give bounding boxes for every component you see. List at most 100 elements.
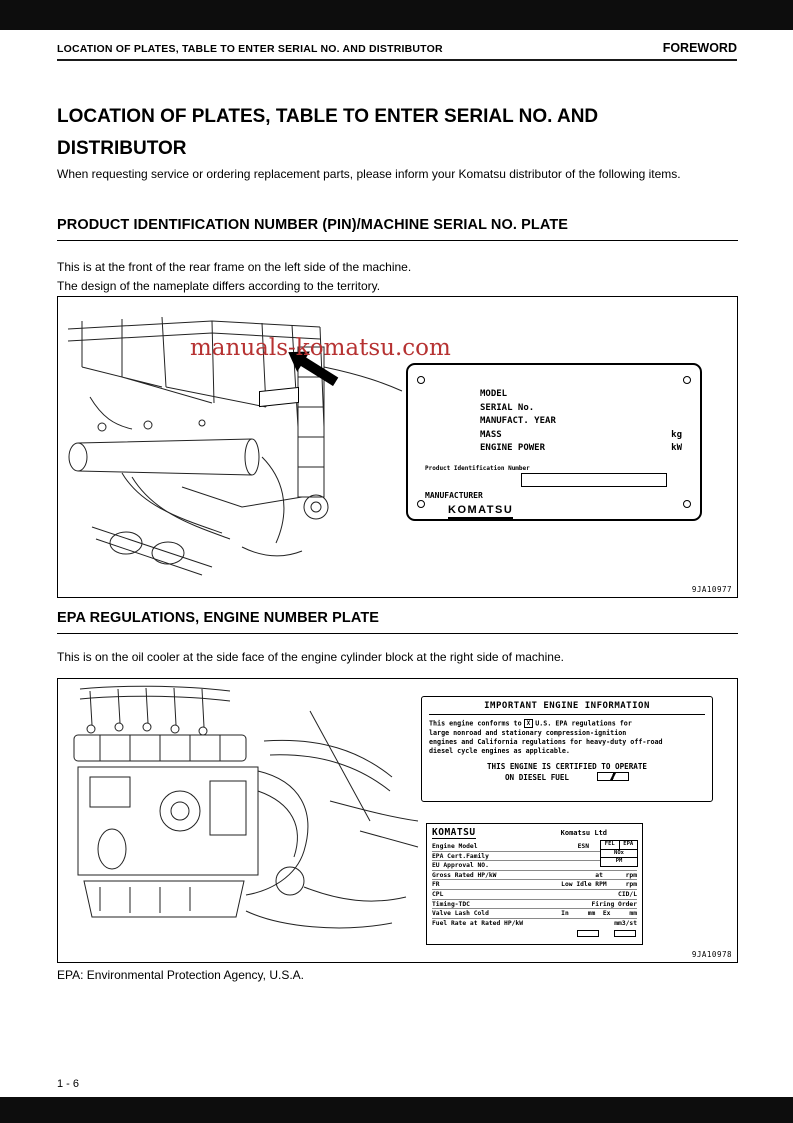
plate-row: EU Approval NO. xyxy=(432,861,637,871)
plate-row-label: Fuel Rate at Rated HP/kW xyxy=(432,919,523,927)
pin-number-box xyxy=(521,473,667,487)
pin-field-label: ENGINE POWER xyxy=(480,443,546,453)
section2-heading: EPA REGULATIONS, ENGINE NUMBER PLATE xyxy=(57,610,738,634)
plate-row-label: EU Approval NO. xyxy=(432,862,489,870)
engine-line-art xyxy=(73,685,419,929)
mini-table-row: PM xyxy=(601,858,637,866)
pin-field-label: MASS xyxy=(480,429,502,440)
pin-field-row: MASS kg xyxy=(480,430,682,444)
plate-row-label: CPL xyxy=(432,890,444,898)
mini-cell-epa: EPA xyxy=(618,841,638,849)
komatsu-engine-plate: KOMATSU Komatsu Ltd FEL EPA NOx PM Engin… xyxy=(426,823,643,945)
watermark-text: manuals-komatsu.com xyxy=(190,335,451,361)
plate-row-value: In mm Ex mm xyxy=(561,910,637,918)
pin-field-unit: kW xyxy=(671,443,682,453)
epa-cert-line2-wrap: ON DIESEL FUEL xyxy=(504,771,629,783)
manufacturer-label: MANUFACTURER xyxy=(425,491,483,500)
plate-row-value: Low Idle RPM rpm xyxy=(561,881,637,889)
pin-field-row: SERIAL No. xyxy=(480,403,682,417)
page-number: 1 - 6 xyxy=(57,1078,80,1090)
screw-icon xyxy=(683,376,691,384)
section1-body-line2: The design of the nameplate differs acco… xyxy=(57,278,381,293)
plate-row-value: Firing Order xyxy=(591,900,638,908)
figure-pin-plate: manuals-komatsu.com MODEL SERIAL No. xyxy=(57,296,738,598)
plate-row-label: Gross Rated HP/kW xyxy=(432,871,497,879)
komatsu-logo: KOMATSU xyxy=(448,504,514,519)
page-header: LOCATION OF PLATES, TABLE TO ENTER SERIA… xyxy=(57,41,737,55)
plate-row: Valve Lash Cold In mm Ex mm xyxy=(432,909,637,919)
pin-field-label: MODEL xyxy=(480,389,508,399)
plate-row: CPL CID/L xyxy=(432,890,637,900)
pin-field-row: MODEL xyxy=(480,389,682,403)
epa-info-plate: IMPORTANT ENGINE INFORMATION This engine… xyxy=(421,696,713,802)
top-black-bar xyxy=(0,0,793,30)
mini-cell-fel: FEL xyxy=(604,841,615,847)
plate-row-label: Valve Lash Cold xyxy=(432,910,489,918)
komatsu-plate-rows: Engine Model ESN EPA Cert.Family EU Appr… xyxy=(432,842,637,928)
epa-line2: large nonroad and stationary compression… xyxy=(429,728,627,737)
plate-row-label: Timing-TDC xyxy=(432,900,470,908)
plate-row: Gross Rated HP/kW at rpm xyxy=(432,871,637,881)
section2-body: This is on the oil cooler at the side fa… xyxy=(57,650,564,664)
mini-table-row: FEL EPA xyxy=(601,841,637,850)
screw-icon xyxy=(417,376,425,384)
komatsu-plate-header: KOMATSU Komatsu Ltd xyxy=(432,827,637,840)
plate-row-label: Engine Model xyxy=(432,843,478,850)
plate-row-label: EPA Cert.Family xyxy=(432,852,489,860)
mini-cell-pm: PM xyxy=(615,858,623,864)
plate-row: Timing-TDC Firing Order xyxy=(432,900,637,910)
header-rule xyxy=(57,59,737,61)
header-running-title: LOCATION OF PLATES, TABLE TO ENTER SERIA… xyxy=(57,43,443,55)
mini-cell-nox: NOx xyxy=(614,849,624,856)
pin-plate-fields: MODEL SERIAL No. MANUFACT. YEAR MASS kg … xyxy=(480,389,682,457)
pin-nameplate: MODEL SERIAL No. MANUFACT. YEAR MASS kg … xyxy=(406,363,702,521)
epa-line4: diesel cycle engines as applicable. xyxy=(429,746,570,755)
pin-number-label: Product Identification Number xyxy=(425,465,530,472)
komatsu-logo: KOMATSU xyxy=(432,827,476,839)
pin-field-row: MANUFACT. YEAR xyxy=(480,416,682,430)
figure-code: 9JA10977 xyxy=(691,585,732,594)
epa-plate-title: IMPORTANT ENGINE INFORMATION xyxy=(429,701,705,715)
epa-line1-pre: This engine conforms to xyxy=(429,719,522,728)
epa-cert-statement: THIS ENGINE IS CERTIFIED TO OPERATE ON D… xyxy=(429,762,705,783)
bottom-black-bar xyxy=(0,1097,793,1123)
plate-row: FR Low Idle RPM rpm xyxy=(432,880,637,890)
plate-bottom-boxes xyxy=(572,922,636,941)
intro-paragraph: When requesting service or ordering repl… xyxy=(57,167,681,181)
figure-code: 9JA10978 xyxy=(691,950,732,959)
section1-body: This is at the front of the rear frame o… xyxy=(57,258,737,295)
plate-row-label: FR xyxy=(432,881,440,889)
emissions-mini-table: FEL EPA NOx PM xyxy=(600,840,638,867)
plate-row-value: mm3/st xyxy=(614,919,637,927)
pin-field-label: MANUFACT. YEAR xyxy=(480,416,556,426)
epa-cert-line2: ON DIESEL FUEL xyxy=(504,772,569,782)
komatsu-company: Komatsu Ltd xyxy=(560,829,607,837)
plate-row: EPA Cert.Family xyxy=(432,852,637,862)
pin-field-unit: kg xyxy=(671,429,682,440)
mini-table-row: NOx xyxy=(601,849,637,858)
value-box-icon xyxy=(577,930,600,937)
plate-row-value: at rpm xyxy=(595,871,637,879)
epa-line1-post: U.S. EPA regulations for xyxy=(535,719,632,728)
epa-line3: engines and California regulations for h… xyxy=(429,737,663,746)
header-section-label: FOREWORD xyxy=(662,41,737,55)
screw-icon xyxy=(417,500,425,508)
epa-cert-line1: THIS ENGINE IS CERTIFIED TO OPERATE xyxy=(486,761,647,771)
section1-heading: PRODUCT IDENTIFICATION NUMBER (PIN)/MACH… xyxy=(57,217,738,241)
epa-footnote: EPA: Environmental Protection Agency, U.… xyxy=(57,968,305,982)
section1-body-line1: This is at the front of the rear frame o… xyxy=(57,260,412,274)
screw-icon xyxy=(683,500,691,508)
page-title: LOCATION OF PLATES, TABLE TO ENTER SERIA… xyxy=(57,106,599,159)
pin-field-label: SERIAL No. xyxy=(480,402,535,413)
plate-row: Fuel Rate at Rated HP/kW mm3/st xyxy=(432,919,637,929)
plate-row-value: ESN xyxy=(577,843,589,850)
plate-row: Engine Model ESN xyxy=(432,842,637,852)
figure-engine-plates: IMPORTANT ENGINE INFORMATION This engine… xyxy=(57,678,738,963)
cert-mark-box-icon xyxy=(597,771,629,781)
plate-row-value: CID/L xyxy=(618,890,637,898)
pin-field-row: ENGINE POWER kW xyxy=(480,443,682,457)
value-box-icon xyxy=(614,930,636,937)
pointer-arrow-icon xyxy=(282,342,342,392)
